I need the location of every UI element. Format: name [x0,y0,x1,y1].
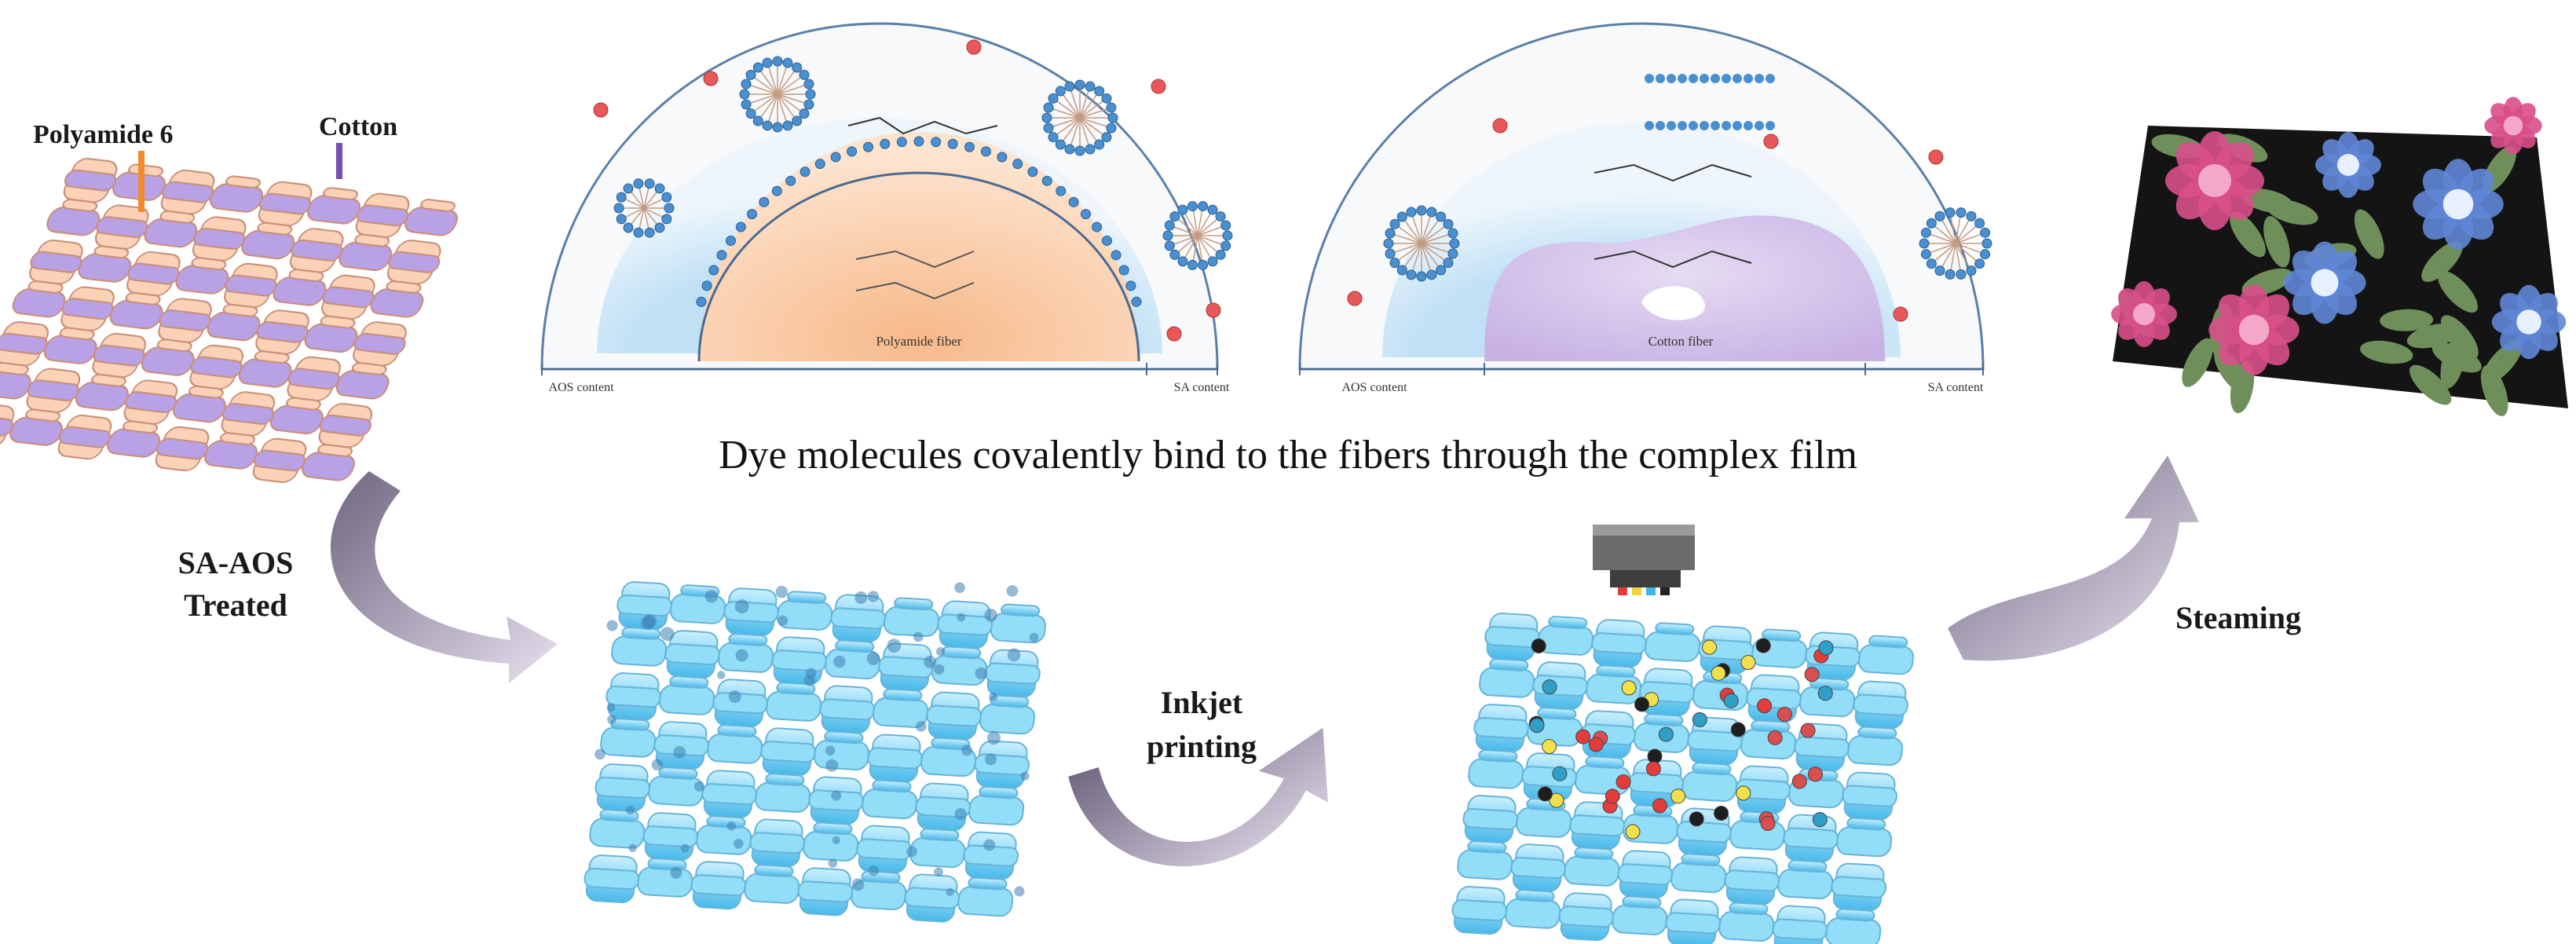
cotton-aos-axis: AOS content [1341,381,1407,394]
inked-fabric-illustration [1450,613,1916,944]
sa-aos-treatment-arrow [310,471,558,683]
steaming-label: Steaming [2175,600,2301,635]
sa-aos-label-line1: SA-AOS [178,545,294,580]
cotton-fiber-label: Cotton fiber [1648,334,1714,349]
polyamide-label: Polyamide 6 [33,120,173,149]
inkjet-label-line1: Inkjet [1161,685,1243,720]
inkjet-printhead [1593,525,1695,595]
cotton-pointer [336,143,342,179]
sa-aos-label-line2: Treated [184,587,287,623]
cotton-interface-panel: Cotton fiber AOS content SA content [1300,24,1992,394]
cotton-sa-axis: SA content [1928,381,1984,394]
polyamide-pointer [138,151,145,212]
inkjet-label-line2: printing [1147,729,1257,764]
printed-fabric-illustration [2111,97,2568,419]
caption-text: Dye molecules covalently bind to the fib… [719,433,1857,477]
polyamide-sa-axis: SA content [1174,381,1230,394]
untreated-fabric-illustration [0,157,464,490]
treated-fabric-illustration [582,581,1048,926]
polyamide-fiber-label: Polyamide fiber [876,334,961,349]
cotton-label: Cotton [319,112,397,141]
polyamide-aos-axis: AOS content [548,381,614,394]
steaming-arrow [1948,456,2199,660]
